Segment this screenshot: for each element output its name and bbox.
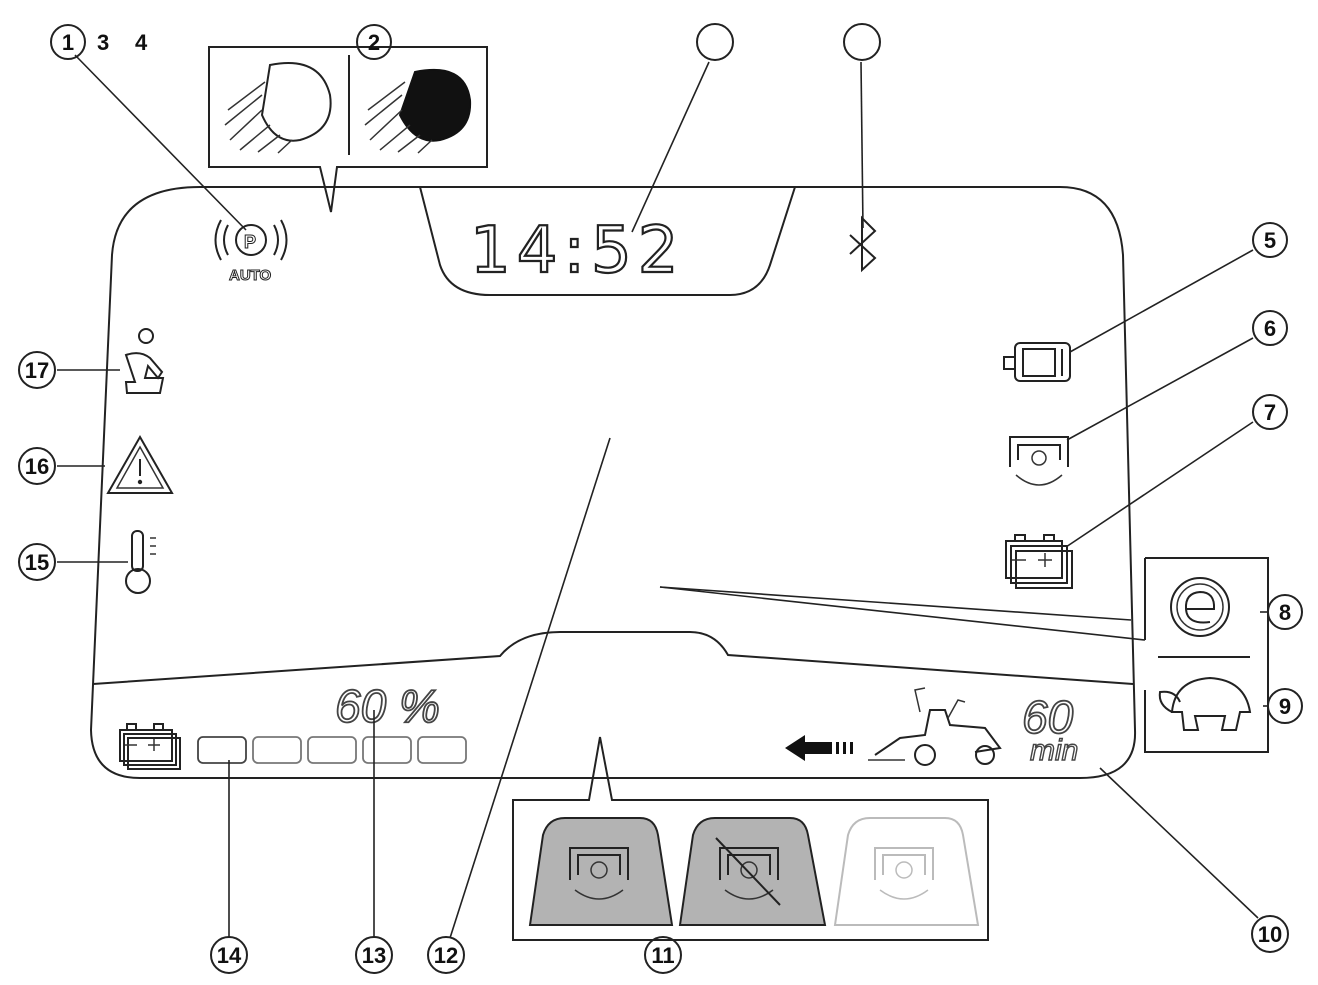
battery-segment xyxy=(252,736,302,764)
temperature-icon xyxy=(125,530,156,594)
trailer-icon xyxy=(1003,342,1071,382)
callout-bluetooth-blank xyxy=(843,23,881,61)
svg-text:7: 7 xyxy=(1264,400,1276,425)
svg-text:15: 15 xyxy=(25,550,49,575)
parking-brake-label: AUTO xyxy=(229,267,272,284)
svg-text:9: 9 xyxy=(1279,694,1291,719)
pto-callout-box xyxy=(512,736,989,941)
callout-16: 16 xyxy=(18,447,56,485)
battery-stack-icon xyxy=(1005,534,1073,589)
pto-off-icon xyxy=(678,817,827,926)
callout-15: 15 xyxy=(18,543,56,581)
svg-text:12: 12 xyxy=(434,943,458,968)
callout-1: 1 xyxy=(50,24,86,60)
battery-segment xyxy=(362,736,412,764)
label-4: 4 xyxy=(135,30,148,55)
svg-text:1: 1 xyxy=(62,30,74,55)
pto-engaged-icon xyxy=(1009,436,1069,486)
callout-5: 5 xyxy=(1252,222,1288,258)
remaining-time-unit: min xyxy=(1030,734,1078,767)
callout-17: 17 xyxy=(18,351,56,389)
svg-text:13: 13 xyxy=(362,943,386,968)
reverse-arrow-icon xyxy=(785,735,853,761)
svg-text:8: 8 xyxy=(1279,600,1291,625)
mower-range-icon xyxy=(868,687,1002,766)
callout-14: 14 xyxy=(210,936,248,974)
callout-2: 2 xyxy=(356,24,392,60)
high-beam-headlight-icon xyxy=(364,68,472,154)
callout-clock-blank xyxy=(696,23,734,61)
clock-display: 14:52 xyxy=(470,214,684,288)
display-frame xyxy=(89,186,1137,779)
svg-text:10: 10 xyxy=(1258,922,1282,947)
parking-brake-auto-icon: P xyxy=(214,219,288,261)
battery-segment xyxy=(307,736,357,764)
leader-lines xyxy=(57,54,1268,939)
turtle-slow-mode-icon xyxy=(1158,676,1252,731)
svg-text:2: 2 xyxy=(368,30,380,55)
callout-6: 6 xyxy=(1252,310,1288,346)
warning-triangle-icon xyxy=(106,434,174,494)
svg-text:P: P xyxy=(244,232,256,252)
svg-text:11: 11 xyxy=(651,943,674,968)
pto-standby-icon xyxy=(833,817,980,926)
callout-13: 13 xyxy=(355,936,393,974)
callout-11: 11 xyxy=(644,936,682,974)
pto-on-icon xyxy=(528,817,674,926)
callout-8: 8 xyxy=(1267,594,1303,630)
seat-occupant-icon xyxy=(124,328,165,394)
callout-12: 12 xyxy=(427,936,465,974)
remaining-time-value: 60 xyxy=(1022,691,1074,743)
battery-level-bar xyxy=(197,736,467,764)
battery-percent: 60 % xyxy=(335,680,440,732)
eco-mode-icon xyxy=(1170,577,1230,637)
battery-stack-small-icon xyxy=(119,723,181,770)
svg-text:17: 17 xyxy=(25,358,49,383)
battery-segment xyxy=(197,736,247,764)
callout-7: 7 xyxy=(1252,394,1288,430)
bluetooth-icon xyxy=(849,215,877,273)
callout-markers: 1 3 4 2 5 6 7 8 9 10 11 12 13 14 15 16 1… xyxy=(18,23,1303,974)
callout-10: 10 xyxy=(1251,915,1289,953)
svg-text:6: 6 xyxy=(1264,316,1276,341)
low-beam-headlight-icon xyxy=(224,62,332,154)
callout-9: 9 xyxy=(1267,688,1303,724)
svg-text:5: 5 xyxy=(1264,228,1276,253)
headlight-callout-box xyxy=(208,46,488,213)
svg-text:14: 14 xyxy=(217,943,242,968)
battery-segment xyxy=(417,736,467,764)
drive-mode-panel xyxy=(1144,557,1269,753)
svg-text:16: 16 xyxy=(25,454,49,479)
label-3: 3 xyxy=(97,30,109,55)
